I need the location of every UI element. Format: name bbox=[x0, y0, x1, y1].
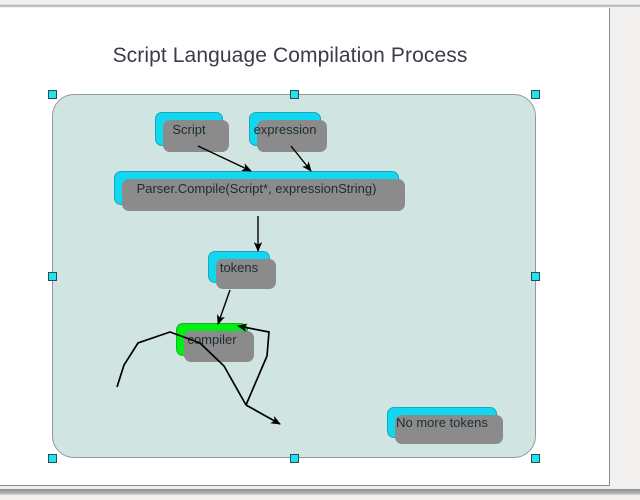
page-title: Script Language Compilation Process bbox=[112, 44, 468, 67]
node-no-more-tokens[interactable]: No more tokens bbox=[387, 407, 503, 444]
node-tokens-label: tokens bbox=[219, 259, 259, 275]
node-shadow bbox=[122, 179, 405, 211]
node-script[interactable]: Script bbox=[155, 112, 229, 152]
document-page[interactable]: Script Language Compilation Process bbox=[0, 8, 610, 486]
node-shadow bbox=[395, 415, 503, 444]
node-no-more-tokens-label: No more tokens bbox=[396, 415, 488, 430]
window-top-divider bbox=[0, 4, 640, 7]
resize-handle-top-left[interactable] bbox=[48, 90, 57, 99]
node-compiler[interactable]: compiler bbox=[176, 323, 254, 362]
resize-handle-bottom-left[interactable] bbox=[48, 454, 57, 463]
window-bottom-bar bbox=[0, 489, 640, 495]
resize-handle-top-right[interactable] bbox=[531, 90, 540, 99]
node-expression-label: expression bbox=[253, 121, 317, 137]
node-script-label: Script bbox=[172, 121, 206, 137]
resize-handle-middle-left[interactable] bbox=[48, 272, 57, 281]
node-compiler-label: compiler bbox=[187, 332, 237, 347]
node-expression[interactable]: expression bbox=[249, 112, 327, 152]
node-parser-compile[interactable]: Parser.Compile(Script*, expressionString… bbox=[114, 171, 405, 211]
diagram-selection-group[interactable]: Script expression Parser.Compile(Script*… bbox=[48, 90, 540, 463]
node-shadow bbox=[216, 259, 276, 289]
resize-handle-bottom-right[interactable] bbox=[531, 454, 540, 463]
node-tokens[interactable]: tokens bbox=[208, 251, 276, 289]
resize-handle-bottom-center[interactable] bbox=[290, 454, 299, 463]
resize-handle-top-center[interactable] bbox=[290, 90, 299, 99]
resize-handle-middle-right[interactable] bbox=[531, 272, 540, 281]
node-parser-compile-label: Parser.Compile(Script*, expressionString… bbox=[136, 180, 377, 196]
